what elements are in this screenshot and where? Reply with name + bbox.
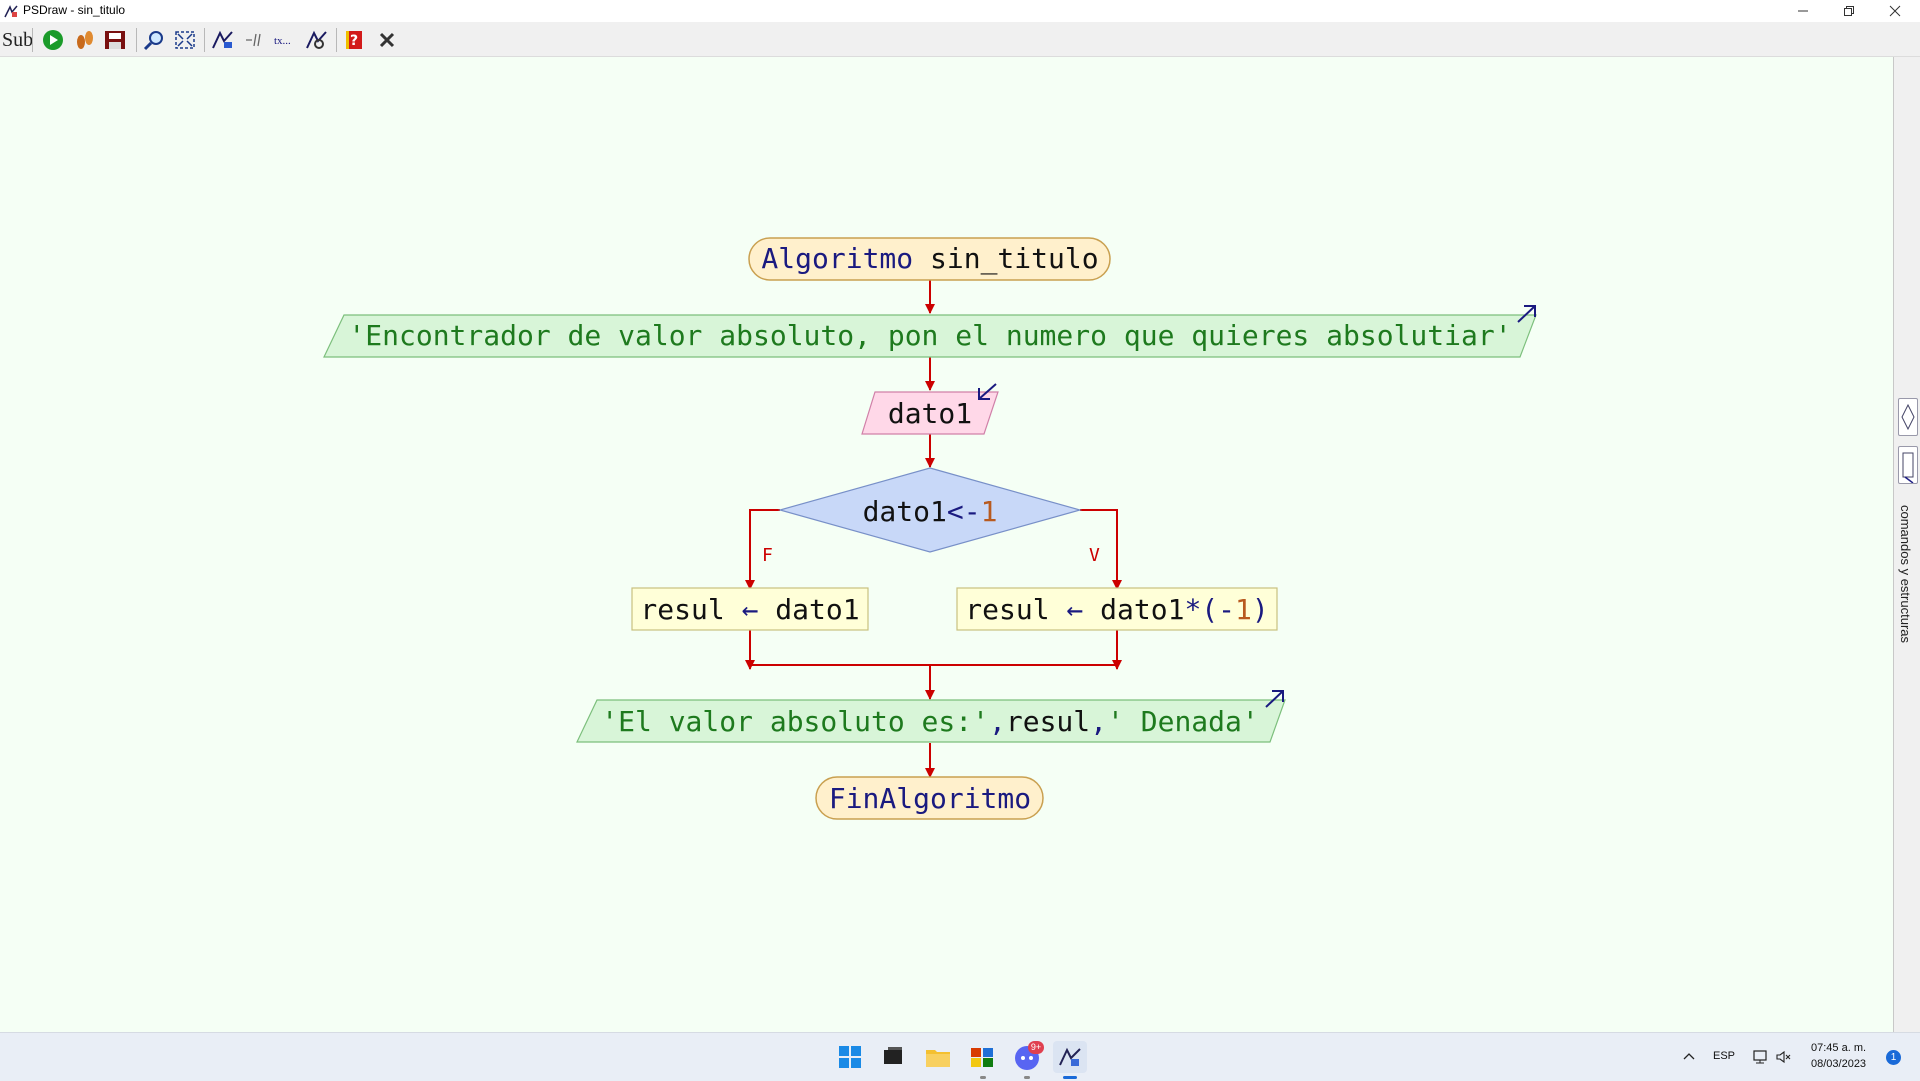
running-indicator	[1024, 1076, 1030, 1079]
read-block[interactable]	[861, 391, 999, 435]
sub-label: Sub	[2, 29, 34, 51]
psdraw-taskbar-button[interactable]	[1053, 1041, 1087, 1073]
start-terminal-text: Algoritmo sin_titulo	[761, 242, 1098, 276]
svg-text:?: ?	[350, 33, 358, 49]
text-icon[interactable]: tx...	[272, 28, 298, 52]
decision-block[interactable]	[777, 467, 1083, 553]
cond-op: <-	[947, 495, 981, 528]
notification-badge[interactable]: 1	[1886, 1050, 1901, 1065]
output-arrow-icon	[1517, 305, 1536, 323]
file-explorer-icon[interactable]	[921, 1041, 955, 1073]
toolbar-separator	[32, 28, 33, 52]
decision-text: dato1<-1	[863, 495, 998, 528]
windows-start-icon[interactable]	[833, 1041, 867, 1073]
write-1-text: 'Encontrador de valor absoluto, pon el n…	[348, 319, 1511, 352]
office-icon[interactable]	[965, 1041, 999, 1073]
active-indicator	[1063, 1076, 1077, 1079]
start-terminal[interactable]	[748, 237, 1111, 281]
restore-icon	[1844, 6, 1854, 16]
toolbar-separator	[336, 28, 337, 52]
start-keyword: Algoritmo	[761, 242, 913, 275]
cond-var: dato1	[863, 495, 947, 528]
true-label: V	[1089, 545, 1100, 566]
window-title: PSDraw - sin_titulo	[23, 3, 126, 17]
assign-block-false[interactable]	[631, 587, 869, 631]
read-text: dato1	[888, 397, 972, 430]
taskbar: 9+ ESP 07:45 a. m. 08/03/2023 1	[0, 1032, 1920, 1081]
run-icon[interactable]	[40, 28, 66, 52]
clock-time[interactable]: 07:45 a. m.	[1811, 1042, 1867, 1054]
end-terminal-text: FinAlgoritmo	[829, 782, 1031, 815]
running-indicator	[980, 1076, 986, 1079]
flowchart-mini-icon	[1901, 403, 1915, 431]
fit-icon[interactable]	[172, 28, 198, 52]
assign-true-text: resul ← dato1*(-1)	[965, 593, 1268, 626]
minimize-icon	[1798, 10, 1808, 12]
panel-tab-structures[interactable]	[1898, 398, 1918, 436]
step-icon[interactable]	[72, 28, 98, 52]
assign-block-true[interactable]	[956, 587, 1278, 631]
restore-button[interactable]	[1826, 0, 1872, 22]
commands-side-panel[interactable]	[1893, 57, 1920, 1032]
write-2-text: 'El valor absoluto es:',resul,' Denada'	[601, 705, 1258, 738]
volume-muted-icon[interactable]	[1775, 1049, 1793, 1065]
input-arrow-icon	[978, 383, 997, 400]
task-view-icon[interactable]	[876, 1041, 910, 1073]
sub-button[interactable]: Sub	[2, 28, 33, 52]
psdraw-app-icon	[4, 5, 18, 18]
language-indicator[interactable]: ESP	[1713, 1050, 1736, 1062]
assign-false-text: resul ← dato1	[640, 593, 859, 626]
close-icon[interactable]	[374, 28, 400, 52]
config-icon[interactable]	[304, 28, 330, 52]
write-block-1[interactable]	[323, 314, 1537, 358]
toolbar-separator	[136, 28, 137, 52]
psdraw-icon	[1059, 1047, 1081, 1066]
zoom-icon[interactable]	[142, 28, 168, 52]
discord-badge: 9+	[1028, 1041, 1044, 1054]
minimize-button[interactable]	[1780, 0, 1826, 22]
close-icon	[1889, 5, 1901, 17]
side-panel-label[interactable]: comandos y estructuras	[1898, 505, 1913, 644]
toolbar-separator	[204, 28, 205, 52]
start-name: sin_titulo	[930, 242, 1099, 276]
panel-tab-help[interactable]	[1898, 446, 1918, 484]
flow-edit-icon[interactable]	[210, 28, 236, 52]
svg-text:tx...: tx...	[274, 35, 291, 47]
clock-date[interactable]: 08/03/2023	[1811, 1058, 1867, 1070]
chevron-up-icon[interactable]	[1682, 1050, 1696, 1064]
connector-lines	[745, 280, 1122, 778]
cond-num: 1	[981, 495, 998, 528]
network-icon[interactable]	[1752, 1049, 1770, 1065]
false-label: F	[762, 545, 773, 566]
flowchart-diagram: Algoritmo sin_titulo 'Encontrador de val…	[323, 237, 1537, 820]
comments-icon[interactable]	[242, 28, 268, 52]
end-terminal[interactable]	[815, 776, 1044, 820]
toolbar: Sub tx... ?	[0, 22, 1920, 57]
flowchart-canvas[interactable]: Algoritmo sin_titulo 'Encontrador de val…	[0, 57, 1893, 1032]
output-arrow-icon	[1265, 690, 1284, 708]
help-mini-icon	[1902, 452, 1914, 484]
write-block-2[interactable]	[576, 699, 1286, 743]
save-icon[interactable]	[102, 28, 128, 52]
help-icon[interactable]: ?	[342, 28, 368, 52]
title-bar: PSDraw - sin_titulo	[0, 0, 1920, 23]
close-window-button[interactable]	[1872, 0, 1918, 22]
